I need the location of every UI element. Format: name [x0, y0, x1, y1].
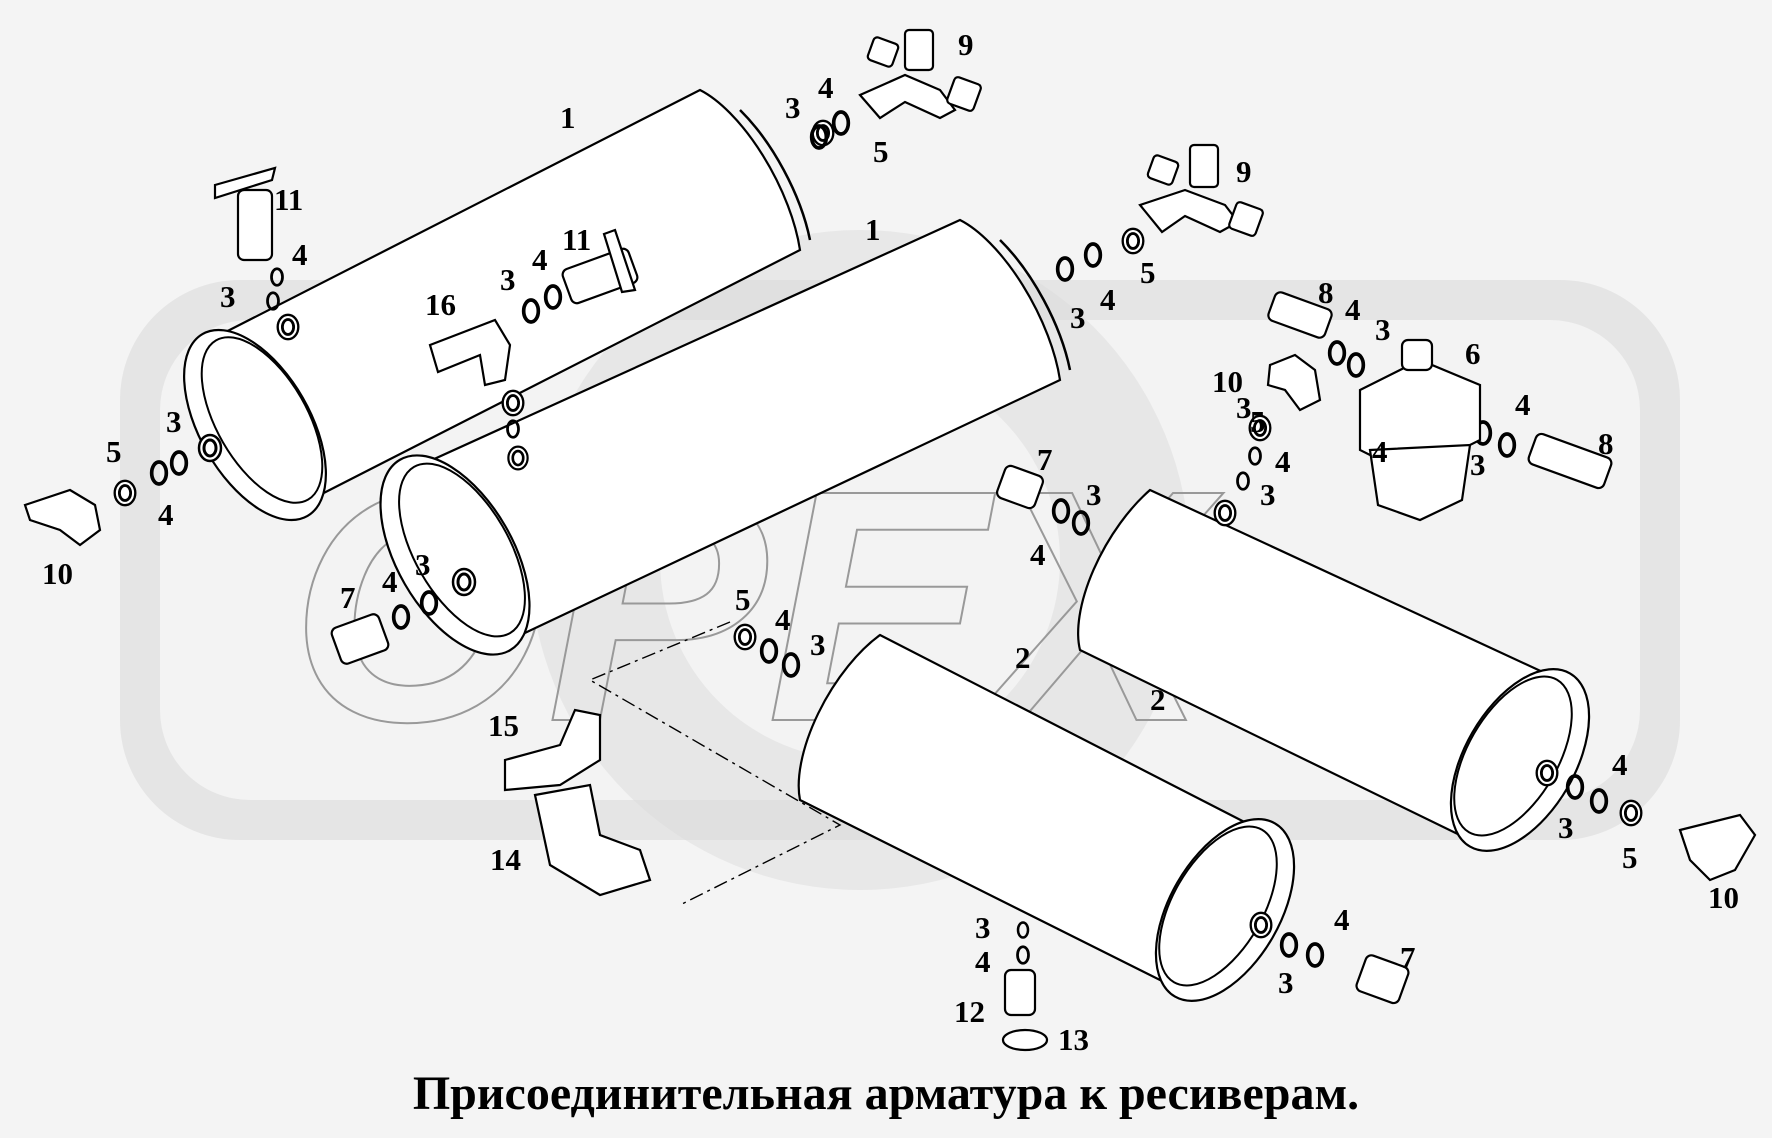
fittings: [23, 28, 1757, 1052]
tee-9-top: [858, 28, 982, 120]
label-3: 3: [166, 404, 182, 439]
label-3: 3: [1070, 300, 1086, 335]
label-4: 4: [775, 602, 791, 637]
label-5: 5: [1140, 255, 1156, 290]
label-4: 4: [818, 70, 834, 105]
label-7: 7: [340, 580, 356, 615]
label-10: 10: [1212, 364, 1243, 399]
label-1: 1: [865, 212, 881, 247]
label-2: 2: [1150, 682, 1166, 717]
label-4: 4: [532, 242, 548, 277]
label-5: 5: [1250, 404, 1266, 439]
filter-6: [1358, 338, 1482, 522]
label-15: 15: [488, 708, 519, 743]
label-4: 4: [292, 237, 308, 272]
label-4: 4: [1030, 537, 1046, 572]
label-3: 3: [785, 90, 801, 125]
label-13: 13: [1058, 1022, 1089, 1057]
elbow-16: [428, 318, 512, 387]
label-5: 5: [735, 582, 751, 617]
drain-valve-12-13: [1001, 968, 1049, 1052]
elbow-10-bottom-right: [1678, 813, 1757, 882]
label-4: 4: [158, 497, 174, 532]
plug-7-left: [330, 613, 390, 665]
receiver-1-middle: [379, 218, 1072, 656]
label-10: 10: [1708, 880, 1739, 915]
label-1: 1: [560, 100, 576, 135]
label-4: 4: [1334, 902, 1350, 937]
plug-7-bottom: [1355, 954, 1410, 1005]
label-4: 4: [1345, 292, 1361, 327]
fitting-8-right: [1527, 432, 1613, 490]
valve-11-top: [213, 166, 277, 262]
label-4: 4: [1275, 444, 1291, 479]
label-4: 4: [1515, 387, 1531, 422]
valve-14: [533, 783, 652, 897]
label-4: 4: [382, 564, 398, 599]
label-14: 14: [490, 842, 521, 877]
label-3: 3: [1278, 965, 1294, 1000]
valve-11-middle: [561, 228, 639, 305]
label-2: 2: [1015, 640, 1031, 675]
label-5: 5: [106, 434, 122, 469]
label-3: 3: [500, 262, 516, 297]
fitting-8-left: [1267, 291, 1333, 339]
label-3: 3: [1470, 447, 1486, 482]
label-7: 7: [1037, 442, 1053, 477]
label-7: 7: [1400, 940, 1416, 975]
label-11: 11: [274, 182, 303, 217]
label-4: 4: [975, 944, 991, 979]
tee-15: [503, 708, 602, 792]
receiver-2-bottom: [797, 633, 1296, 1002]
label-3: 3: [415, 547, 431, 582]
label-3: 3: [1236, 390, 1252, 425]
label-3: 3: [810, 627, 826, 662]
label-16: 16: [425, 287, 456, 322]
label-11: 11: [562, 222, 591, 257]
diagram-caption: Присоединительная арматура к ресиверам.: [412, 1067, 1360, 1120]
label-12: 12: [954, 994, 985, 1029]
label-3: 3: [975, 910, 991, 945]
label-5: 5: [873, 134, 889, 169]
label-9: 9: [1236, 154, 1252, 189]
label-10: 10: [42, 556, 73, 591]
label-3: 3: [1086, 477, 1102, 512]
label-3: 3: [1558, 810, 1574, 845]
label-3: 3: [1260, 477, 1276, 512]
receiver-2-right: [1077, 488, 1591, 852]
label-5: 5: [1622, 840, 1638, 875]
plug-7-right: [995, 464, 1045, 510]
elbow-10-right: [1266, 353, 1322, 412]
label-6: 6: [1465, 336, 1481, 371]
callout-labels: 1 1 2 2 3 3 3 3 3 3 3 3 3 3 3 3 3 3 3 4 …: [42, 27, 1739, 1057]
receiver-1-top: [183, 88, 812, 522]
label-8: 8: [1318, 275, 1334, 310]
label-3: 3: [220, 279, 236, 314]
label-4: 4: [1612, 747, 1628, 782]
label-8: 8: [1598, 426, 1614, 461]
tee-9-right: [1138, 143, 1264, 237]
elbow-10-left: [23, 488, 102, 547]
label-4: 4: [1372, 434, 1388, 469]
label-4: 4: [1100, 282, 1116, 317]
leader-lines: [588, 621, 842, 906]
label-3: 3: [1375, 312, 1391, 347]
label-9: 9: [958, 27, 974, 62]
